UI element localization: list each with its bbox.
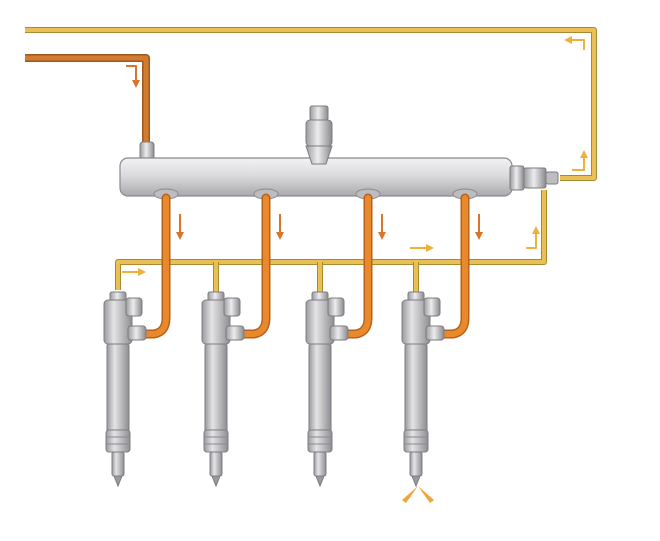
return-line: [25, 27, 597, 292]
high-pressure-injector-lines: [135, 193, 470, 339]
injector-1-connector: [125, 297, 143, 317]
return-flow-arrow-2: [410, 244, 434, 252]
high-pressure-supply-line: [25, 54, 155, 165]
hp-flow-arrow-2: [276, 214, 284, 240]
injector-3: [305, 291, 349, 488]
common-rail: [119, 157, 513, 200]
hp-line-2-outline: [233, 193, 271, 339]
pressure-relief-valve: [305, 105, 333, 165]
hp-flow-arrow-3: [378, 214, 386, 240]
return-flow-arrow-3: [526, 226, 540, 249]
injector-2: [201, 291, 245, 488]
return-line-collector: [115, 190, 547, 290]
hp-line-4: [435, 195, 468, 337]
return-flow-arrow-5: [564, 36, 585, 50]
injector-3-inlet: [329, 325, 349, 341]
injector-1-inlet: [127, 325, 147, 341]
injector-4-inlet: [425, 325, 445, 341]
rail-pressure-sensor: [509, 165, 559, 191]
injector-4: [401, 291, 445, 488]
supply-flow-arrow: [126, 65, 140, 88]
flow-arrows: [122, 36, 588, 276]
hp-line-3-outline: [337, 193, 373, 339]
hp-flow-arrow-4: [475, 214, 483, 240]
injectors: [103, 291, 445, 488]
injector-4-connector: [423, 297, 441, 317]
injector-1: [103, 291, 147, 488]
hp-line-2: [235, 195, 269, 337]
injector-2-connector: [223, 297, 241, 317]
return-flow-arrow-4: [572, 150, 588, 171]
injector-3-connector: [327, 297, 345, 317]
hp-line-4-outline: [433, 193, 470, 339]
injector-2-inlet: [225, 325, 245, 341]
hp-line-1-outline: [135, 193, 171, 339]
return-flow-arrow-1: [122, 268, 146, 276]
hp-line-3: [339, 195, 371, 337]
injector-spray: [402, 486, 434, 503]
hp-flow-arrow-1: [176, 214, 184, 240]
hp-line-1: [137, 195, 169, 337]
